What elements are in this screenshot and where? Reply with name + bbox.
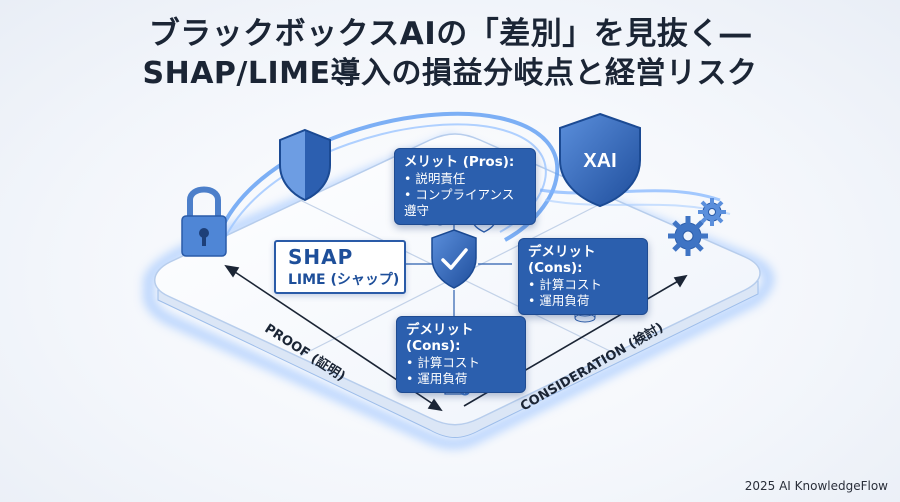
lime-label: LIME (シャップ) xyxy=(288,272,400,288)
credit-text: 2025 AI KnowledgeFlow xyxy=(744,479,888,493)
shap-label: SHAP xyxy=(288,245,354,269)
shield-icon xyxy=(279,128,331,202)
title-line-1: ブラックボックスAIの「差別」を見抜く― xyxy=(148,16,752,52)
title-line-2: SHAP/LIME導入の損益分岐点と経営リスク xyxy=(142,56,758,91)
pros-card: メリット (Pros): 説明責任 コンプライアンス遵守 xyxy=(394,148,536,225)
pros-heading: メリット (Pros): xyxy=(404,154,515,170)
pros-item: コンプライアンス遵守 xyxy=(404,187,526,219)
padlock-icon xyxy=(181,186,227,257)
cons-bottom-item: 運用負荷 xyxy=(406,371,516,387)
xai-label: XAI xyxy=(583,150,616,172)
cons-right-item: 計算コスト xyxy=(528,277,638,293)
cons-bottom-heading: デメリット (Cons): xyxy=(406,322,474,354)
pros-item: 説明責任 xyxy=(404,171,526,187)
cons-bottom-card: デメリット (Cons): 計算コスト 運用負荷 xyxy=(396,316,526,393)
gears-icon xyxy=(668,198,726,256)
cons-bottom-item: 計算コスト xyxy=(406,355,516,371)
cons-right-item: 運用負荷 xyxy=(528,293,638,309)
cons-right-card: デメリット (Cons): 計算コスト 運用負荷 xyxy=(518,238,648,315)
shap-lime-box: SHAP LIME (シャップ) xyxy=(274,240,406,294)
center-shield-check-icon xyxy=(431,229,477,289)
xai-shield-icon: XAI xyxy=(559,112,641,208)
cons-right-heading: デメリット (Cons): xyxy=(528,244,596,276)
